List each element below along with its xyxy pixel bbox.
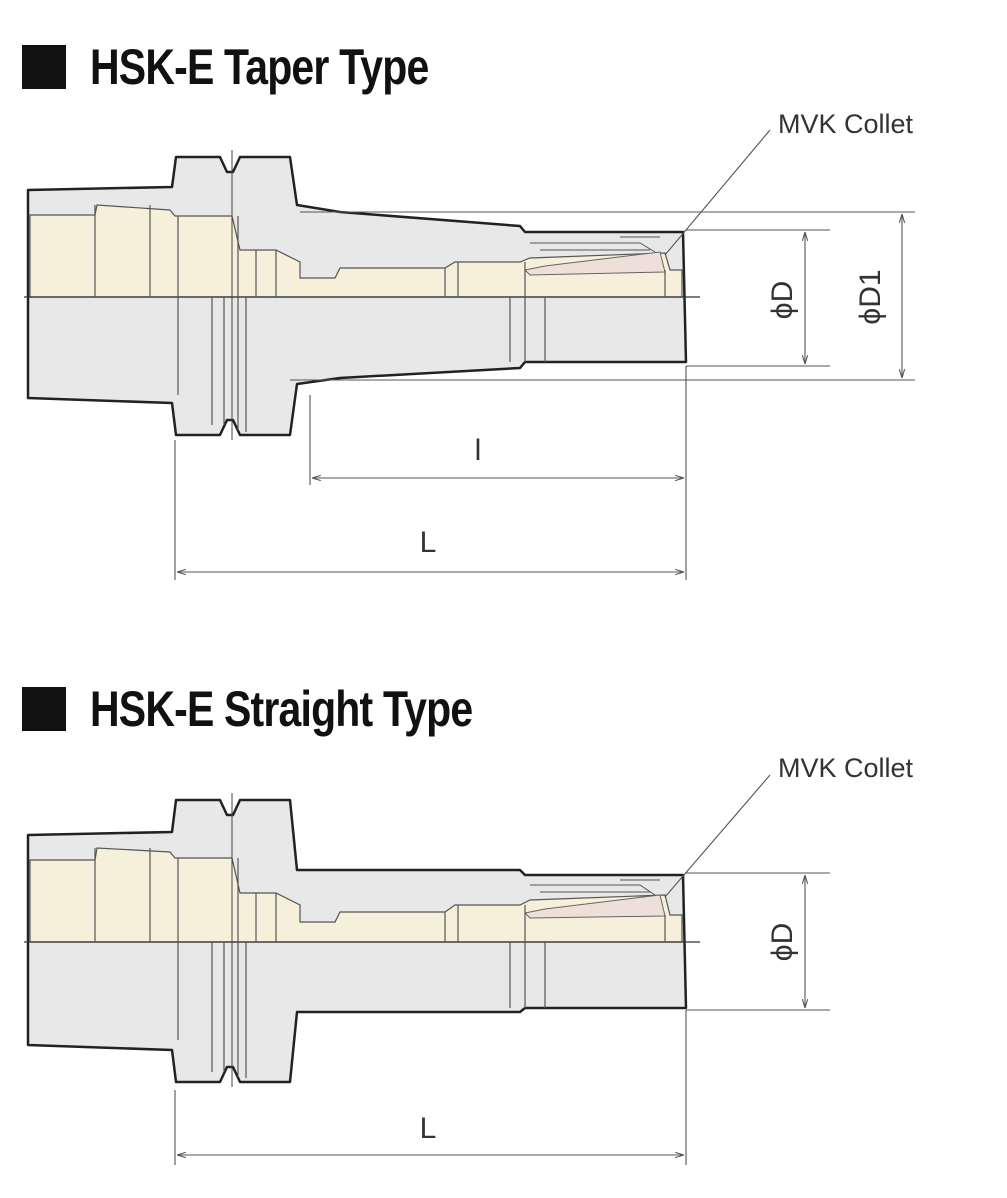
straight-title: HSK-E Straight Type xyxy=(90,681,473,737)
straight-heading: HSK-E Straight Type xyxy=(22,680,556,738)
taper-drawing: MVK Collet ϕD ϕD1 l L xyxy=(24,109,915,580)
taper-heading: HSK-E Taper Type xyxy=(22,38,503,96)
taper-collet-label: MVK Collet xyxy=(778,109,914,139)
taper-bore-section xyxy=(29,204,683,298)
section-bullet-icon xyxy=(22,45,66,89)
straight-bore-section xyxy=(29,847,683,943)
taper-collet xyxy=(523,251,666,276)
straight-collet-label: MVK Collet xyxy=(778,753,914,783)
taper-dim-l: l xyxy=(475,434,482,467)
taper-dim-D1: ϕD1 xyxy=(854,269,887,324)
straight-collet xyxy=(523,894,666,919)
taper-title: HSK-E Taper Type xyxy=(90,39,429,95)
taper-dim-D: ϕD xyxy=(766,281,799,319)
section-bullet-icon xyxy=(22,687,66,731)
straight-dim-L: L xyxy=(420,1112,437,1145)
straight-drawing: MVK Collet ϕD L xyxy=(24,753,914,1165)
taper-dim-L: L xyxy=(420,526,437,559)
straight-dim-D: ϕD xyxy=(766,923,799,961)
